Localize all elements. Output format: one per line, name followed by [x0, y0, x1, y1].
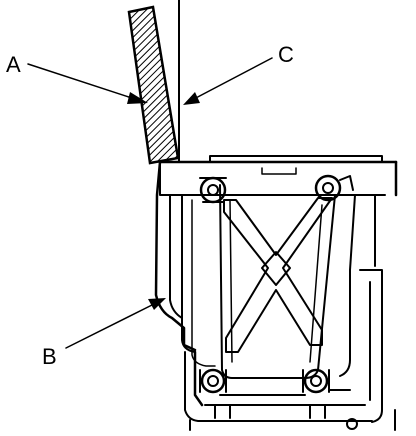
bolt-boss-bottom-left: [199, 368, 227, 394]
hatched-blade: [127, 5, 180, 165]
bolt-boss-bottom-right: [302, 368, 330, 394]
callout-b-label: B: [42, 344, 57, 369]
bolt-boss-top-left: [199, 176, 227, 204]
leader-line-b: [65, 298, 166, 349]
bolt-boss-top-right: [314, 174, 354, 202]
leader-line-c: [183, 57, 273, 105]
callout-c-label: C: [278, 42, 294, 67]
callout-a-label: A: [6, 52, 21, 77]
leader-line-a: [27, 63, 148, 104]
housing-body: [154, 155, 398, 431]
